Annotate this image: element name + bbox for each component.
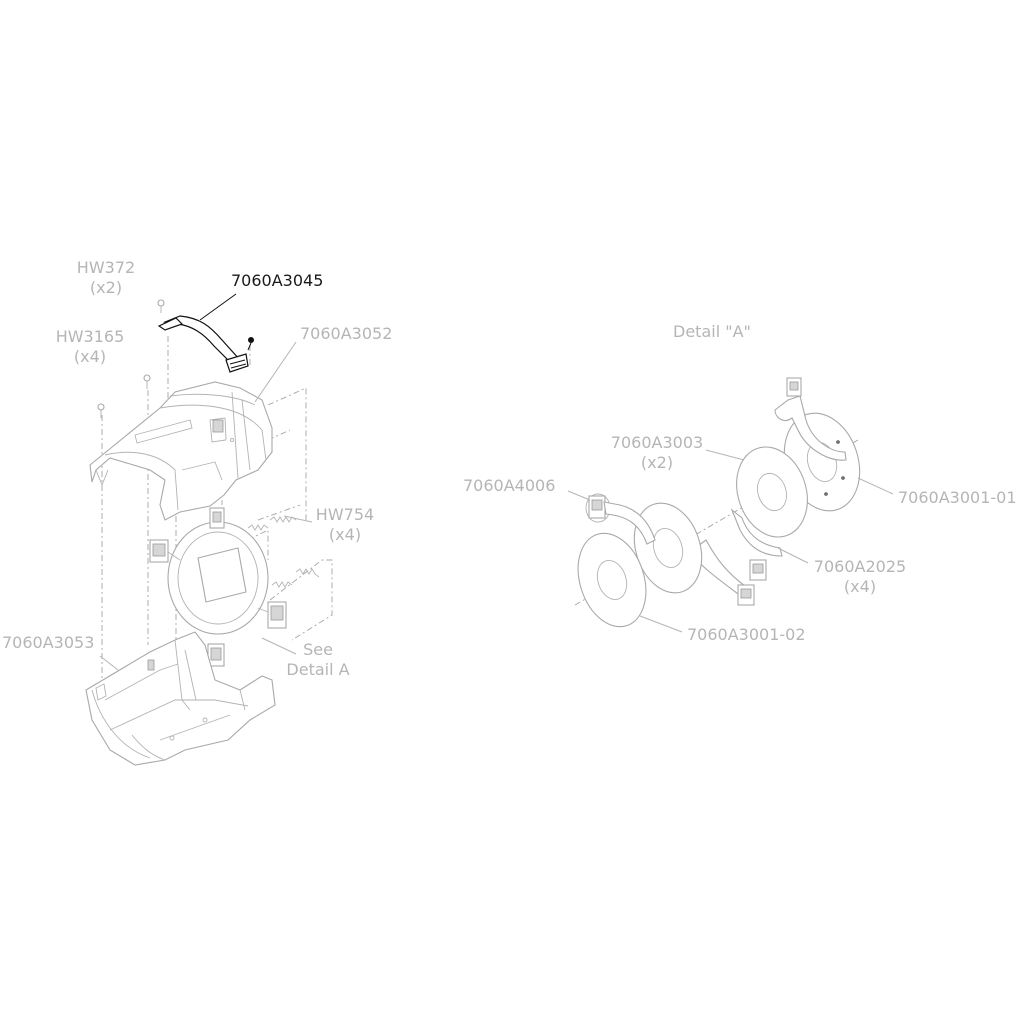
shutter-handle-right <box>267 601 287 629</box>
label-hw372-qty: (x2) <box>89 278 123 297</box>
shutter-blade-7060A2025-b <box>730 508 783 581</box>
label-detail-a-ref: Detail A <box>286 660 350 679</box>
shutter-handle-top <box>209 507 225 529</box>
label-7060A3003: 7060A3003 <box>610 433 704 452</box>
label-7060A2025: 7060A2025 <box>813 557 907 576</box>
shutter-plate <box>149 507 287 667</box>
detail-title: Detail "A" <box>673 322 751 341</box>
label-7060A2025-qty: (x4) <box>843 577 877 596</box>
label-7060A3053: 7060A3053 <box>2 633 95 652</box>
detail-axis-line <box>574 439 859 606</box>
label-hw754-qty: (x4) <box>328 525 362 544</box>
shutter-blade-7060A2025-c <box>689 539 755 606</box>
label-7060A3003-qty: (x2) <box>640 453 674 472</box>
label-hw372: HW372 <box>76 258 136 277</box>
leader-lines-left <box>99 341 313 671</box>
lower-housing-7060A3053 <box>85 631 276 766</box>
leader-lines-detail <box>567 449 894 633</box>
springs-hw754 <box>247 516 320 588</box>
screw-hw372-1 <box>157 299 165 313</box>
gel-strap-7060A3045 <box>157 293 254 373</box>
disk-7060A3003-rear <box>736 446 808 538</box>
label-hw3165-qty: (x4) <box>73 347 107 366</box>
label-7060A3052: 7060A3052 <box>300 324 393 343</box>
connector-7060A4006 <box>585 493 656 545</box>
label-7060A3001-02: 7060A3001-02 <box>687 625 806 644</box>
shutter-blade-7060A2025-a <box>774 377 847 461</box>
label-hw754: HW754 <box>315 505 375 524</box>
label-7060A3001-01: 7060A3001-01 <box>898 488 1017 507</box>
label-hw3165: HW3165 <box>55 327 125 346</box>
label-7060A4006: 7060A4006 <box>463 476 556 495</box>
front-disk-7060A3001-02 <box>577 532 647 628</box>
upper-housing-7060A3052 <box>89 381 273 521</box>
shutter-handle-left <box>149 539 169 563</box>
label-7060A3045: 7060A3045 <box>231 271 324 290</box>
screw-hw3165-2 <box>97 403 105 418</box>
screw-hw3165-1 <box>143 374 151 389</box>
label-see: See <box>303 640 333 659</box>
